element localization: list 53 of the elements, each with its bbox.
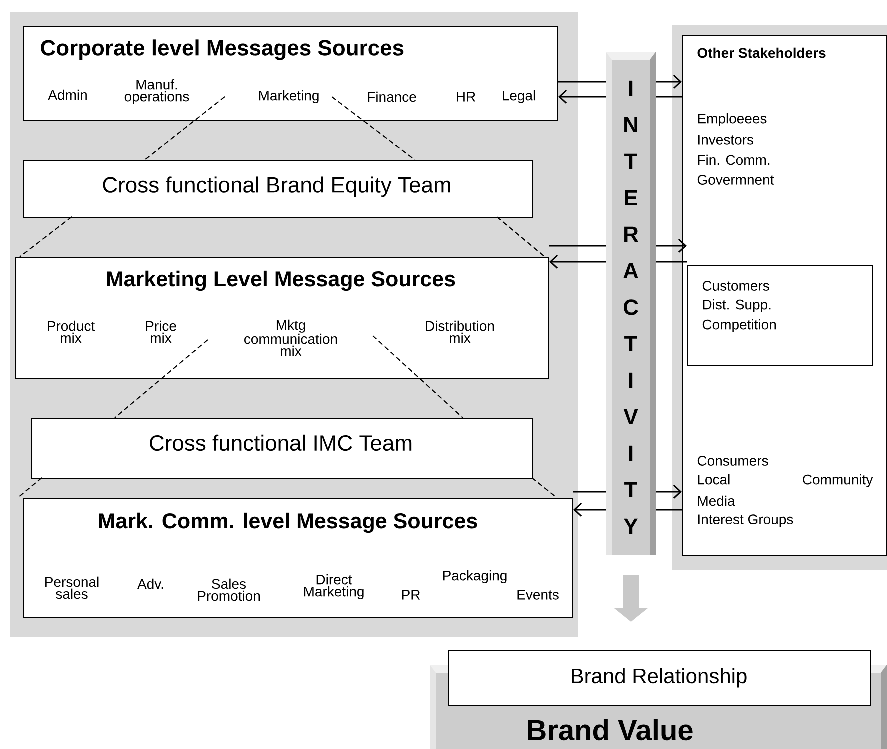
stakeholder-label: Media [698, 496, 736, 506]
item-label: PR [402, 590, 420, 600]
dashed-line [532, 478, 558, 498]
item-label: Sales Promotion [198, 578, 260, 602]
stakeholder-label: Govermnent [698, 175, 774, 185]
relationship-box: Brand Relationship [448, 650, 872, 706]
item-label: Manuf. operations [124, 79, 190, 104]
arrow [656, 238, 687, 254]
dashed-line [18, 478, 42, 498]
connector-line [656, 261, 687, 263]
interactivity-bar: INTERACTIVITY [606, 52, 656, 556]
dashed-line [496, 216, 546, 258]
team-box: Cross functional IMC Team [31, 418, 534, 480]
stakeholder-label: Emploeees [698, 113, 767, 126]
stakeholder-label: Investors [698, 135, 754, 145]
item-label: Packaging [443, 570, 507, 584]
item-label: Finance [368, 92, 416, 102]
item-label: HR [457, 92, 476, 102]
connector-line [558, 81, 606, 83]
dashed-line [372, 336, 464, 418]
dashed-line [144, 96, 226, 160]
item-label: Price mix [146, 320, 176, 344]
connector-line [550, 245, 606, 247]
item-label: Legal [503, 90, 536, 104]
stakeholder-label: Interest Groups [698, 514, 794, 528]
item-label: Mktg communication mix [244, 320, 338, 356]
stakeholder-label: Fin. Comm. [698, 154, 770, 166]
item-label: Product mix [48, 320, 96, 344]
item-label: Marketing [259, 90, 319, 104]
item-label: Distribution mix [426, 320, 494, 344]
arrow [558, 90, 606, 104]
item-label: Personal sales [46, 576, 99, 600]
arrow [574, 502, 606, 518]
dashed-line [114, 340, 208, 418]
team-box: Cross functional Brand Equity Team [23, 160, 534, 218]
dashed-line [332, 96, 416, 160]
value-label: Brand Value [528, 719, 693, 741]
arrow [656, 74, 682, 90]
stakeholder-label: Dist. Supp. [703, 299, 771, 312]
stakeholder-label: Consumers [698, 456, 768, 466]
stakeholder-label: Customers [702, 281, 770, 291]
dashed-line [20, 216, 72, 258]
arrow [656, 484, 682, 500]
item-label: Direct Marketing [304, 574, 364, 600]
connector-line [574, 491, 606, 493]
connector-line [656, 509, 682, 511]
connector-line [656, 96, 682, 98]
arrow [550, 254, 606, 270]
stakeholder-label: Competition [702, 319, 776, 332]
stakeholder-label: Local Community [698, 474, 874, 488]
item-label: Admin [48, 90, 87, 100]
item-label: Adv. [138, 578, 164, 590]
item-label: Events [518, 590, 559, 600]
